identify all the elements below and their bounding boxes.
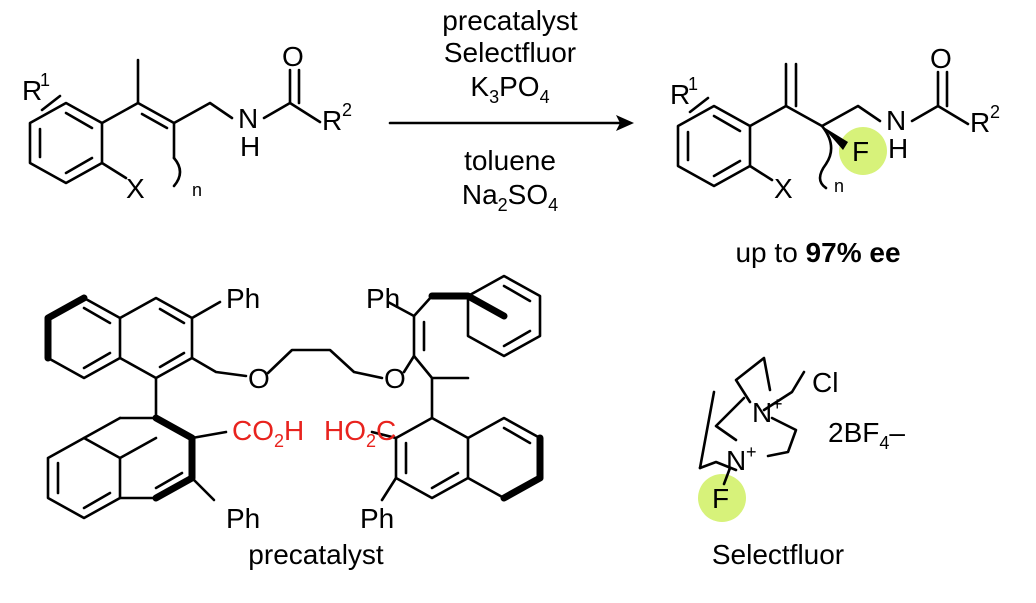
selectfluor-lower-nitrogen-label: N <box>726 445 746 476</box>
product-oxygen-label: O <box>930 43 952 74</box>
precatalyst-structure <box>44 274 544 520</box>
precatalyst-carboxylic-acid-right: HO2C <box>324 415 396 451</box>
selectfluor-structure <box>698 356 806 486</box>
product-r1-superscript: 1 <box>688 74 698 94</box>
substrate-nitrogen-label: N <box>238 103 258 134</box>
selectfluor-lower-nitrogen-charge: + <box>746 442 757 462</box>
reaction-arrowhead <box>616 115 634 131</box>
precatalyst-phenyl-bottom-left: Ph <box>226 503 260 534</box>
precatalyst-phenyl-top-left: Ph <box>226 283 260 314</box>
selectfluor-upper-nitrogen-label: N <box>752 397 772 428</box>
selectfluor-chlorine-label: Cl <box>812 367 838 398</box>
condition-precatalyst: precatalyst <box>442 5 578 36</box>
substrate-r1-superscript: 1 <box>40 70 50 90</box>
product-r1-label: R <box>670 79 690 110</box>
condition-solvent: toluene <box>464 145 556 176</box>
condition-base: K3PO4 <box>470 71 549 107</box>
product-stereo-wedge <box>822 126 848 150</box>
substrate-n-label: n <box>192 180 202 200</box>
substrate-r2-label: R <box>322 105 342 136</box>
precatalyst-ether-oxygen-right: O <box>384 363 406 394</box>
substrate-oxygen-label: O <box>282 41 304 72</box>
selectfluor-caption: Selectfluor <box>712 539 844 570</box>
selectfluor-counterion: 2BF4– <box>828 417 905 453</box>
substrate-r2-superscript: 2 <box>342 100 352 120</box>
selectfluor-fluorine-highlight <box>698 474 746 522</box>
precatalyst-carboxylic-acid-left: CO2H <box>232 415 304 451</box>
product-nitrogen-label: N <box>886 105 906 136</box>
product-n-label: n <box>834 176 844 196</box>
selectfluor-fluorine-label: F <box>712 483 729 514</box>
precatalyst-caption: precatalyst <box>248 539 384 570</box>
precatalyst-phenyl-top-right: Ph <box>366 283 400 314</box>
condition-selectfluor: Selectfluor <box>444 37 576 68</box>
product-hydrogen-label: H <box>888 133 908 164</box>
product-r2-label: R <box>970 107 990 138</box>
product-ee-caption: up to 97% ee <box>735 237 900 268</box>
product-fluorine-highlight <box>839 127 887 175</box>
substrate-hydrogen-label: H <box>240 131 260 162</box>
product-x-label: X <box>774 173 793 204</box>
substrate-structure <box>28 58 322 188</box>
selectfluor-upper-nitrogen-charge: + <box>772 394 783 414</box>
product-fluorine-label: F <box>852 136 869 167</box>
substrate-r1-label: R <box>22 75 42 106</box>
precatalyst-ether-oxygen-left: O <box>248 363 270 394</box>
product-r2-superscript: 2 <box>990 102 1000 122</box>
precatalyst-phenyl-bottom-right: Ph <box>360 503 394 534</box>
condition-additive: Na2SO4 <box>462 179 558 215</box>
product-structure <box>676 62 970 190</box>
substrate-x-label: X <box>126 173 145 204</box>
